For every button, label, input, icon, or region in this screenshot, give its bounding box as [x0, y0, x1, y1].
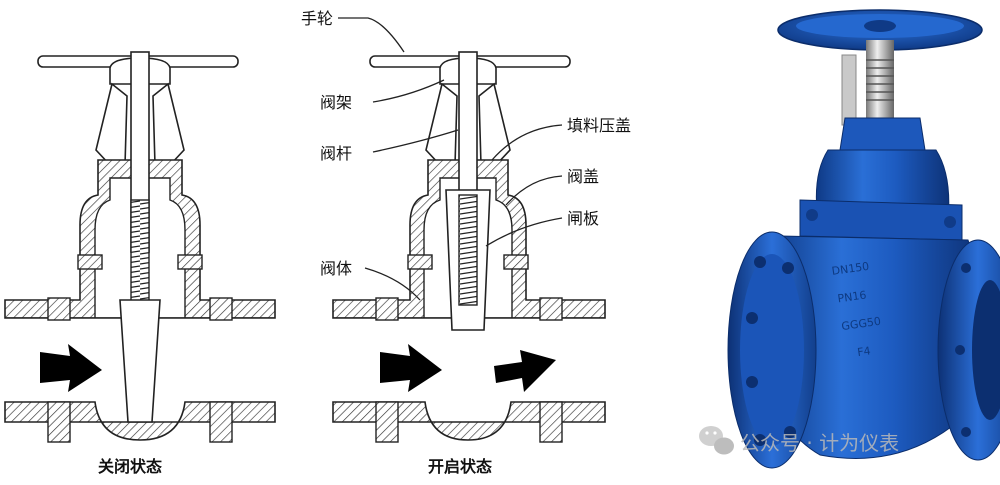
svg-text:DN150: DN150 — [831, 260, 870, 278]
closed-flow-arrow — [40, 344, 102, 392]
valve-photo: DN150 PN16 GGG50 F4 — [727, 9, 1000, 469]
valve-stem-photo — [866, 40, 894, 130]
caption-closed: 关闭状态 — [98, 457, 162, 476]
leader-lines — [338, 17, 563, 301]
open-flow-arrow-2 — [494, 350, 556, 392]
label-stem: 阀杆 — [320, 144, 352, 163]
label-yoke: 阀架 — [320, 93, 352, 112]
open-valve-section — [332, 51, 606, 443]
open-flow-arrow-1 — [380, 344, 442, 392]
closed-valve-section — [4, 51, 276, 443]
svg-text:GGG50: GGG50 — [841, 315, 882, 333]
label-gland: 填料压盖 — [567, 116, 631, 135]
closed-gate — [119, 299, 161, 423]
valve-casting-marks: DN150 PN16 GGG50 F4 — [831, 260, 882, 359]
label-gate: 闸板 — [567, 209, 599, 228]
caption-open: 开启状态 — [428, 457, 492, 476]
watermark-text: 公众号 · 计为仪表 — [740, 431, 899, 455]
svg-text:F4: F4 — [856, 344, 871, 359]
label-handwheel: 手轮 — [301, 9, 333, 28]
wechat-icon — [699, 426, 734, 455]
svg-text:PN16: PN16 — [837, 288, 867, 305]
label-body: 阀体 — [320, 259, 352, 278]
watermark: 公众号 · 计为仪表 — [699, 426, 899, 455]
label-bonnet: 阀盖 — [567, 167, 599, 186]
